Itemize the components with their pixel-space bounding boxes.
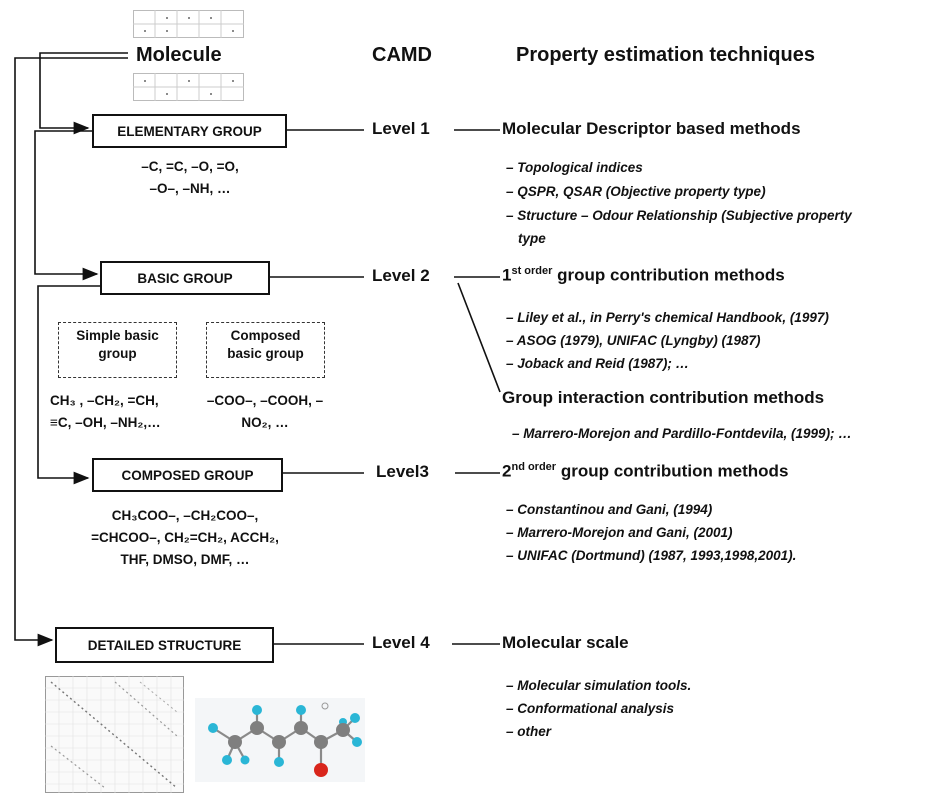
composed-basic-group-line: Composed xyxy=(230,328,301,343)
composed-basic-example-line: NO₂, … xyxy=(241,415,289,430)
method-2-title-pre: 1 xyxy=(502,265,512,285)
level-1-label: Level 1 xyxy=(372,119,430,138)
method-4-item: – Molecular simulation tools. xyxy=(506,678,692,693)
level-3-label: Level3 xyxy=(376,462,429,481)
elementary-examples: –C, =C, –O, =O, –O–, –NH, … xyxy=(100,156,280,200)
elementary-group-box: ELEMENTARY GROUP xyxy=(92,114,287,148)
method-2b-title: Group interaction contribution methods xyxy=(502,388,825,407)
method-4-title: Molecular scale xyxy=(502,633,629,652)
method-2-item: – Joback and Reid (1987); … xyxy=(506,356,690,371)
simple-basic-example-line: ≡C, –OH, –NH₂,… xyxy=(50,415,161,430)
method-4-item: – other xyxy=(506,724,552,739)
method-2-item: – Liley et al., in Perry's chemical Hand… xyxy=(506,310,829,325)
method-3-title-sup: nd order xyxy=(511,461,557,473)
method-1-item: – Topological indices xyxy=(506,160,643,175)
method-2-title-sup: st order xyxy=(511,265,553,277)
method-1-item: – QSPR, QSAR (Objective property type) xyxy=(506,184,766,199)
method-3-title: 2nd order group contribution methods xyxy=(502,461,788,482)
composed-basic-group-line: basic group xyxy=(227,346,304,361)
adjacency-matrix-thumbnail xyxy=(45,676,184,793)
composed-basic-examples: –COO–, –COOH, – NO₂, … xyxy=(190,390,340,434)
method-3-item: – Constantinou and Gani, (1994) xyxy=(506,502,713,517)
composed-examples: CH₃COO–, –CH₂COO–, =CHCOO–, CH₂=CH₂, ACC… xyxy=(70,505,300,571)
simple-basic-group-box: Simple basic group xyxy=(58,322,177,378)
method-1-title: Molecular Descriptor based methods xyxy=(502,119,801,138)
composed-group-box: COMPOSED GROUP xyxy=(92,458,283,492)
techniques-header: Property estimation techniques xyxy=(516,44,815,66)
level-4-label: Level 4 xyxy=(372,633,430,652)
detailed-structure-box: DETAILED STRUCTURE xyxy=(55,627,274,663)
composed-basic-group-box: Composed basic group xyxy=(206,322,325,378)
simple-basic-group-line: Simple basic xyxy=(76,328,159,343)
method-3-item: – UNIFAC (Dortmund) (1987, 1993,1998,200… xyxy=(506,548,797,563)
bottom-table-thumbnail xyxy=(133,73,244,101)
composed-basic-example-line: –COO–, –COOH, – xyxy=(206,393,324,408)
composed-example-line: =CHCOO–, CH₂=CH₂, ACCH₂, xyxy=(91,530,279,545)
method-3-title-post: group contribution methods xyxy=(556,461,789,481)
basic-group-box: BASIC GROUP xyxy=(100,261,270,295)
simple-basic-examples: CH₃ , –CH₂, =CH, ≡C, –OH, –NH₂,… xyxy=(50,390,190,434)
method-2-item: – ASOG (1979), UNIFAC (Lyngby) (1987) xyxy=(506,333,761,348)
method-3-item: – Marrero-Morejon and Gani, (2001) xyxy=(506,525,733,540)
top-table-thumbnail xyxy=(133,10,244,38)
method-1-item: – Structure – Odour Relationship (Subjec… xyxy=(506,208,852,223)
method-2-title-post: group contribution methods xyxy=(552,265,785,285)
molecule-3d-thumbnail xyxy=(195,698,365,782)
simple-basic-group-line: group xyxy=(98,346,137,361)
camd-header: CAMD xyxy=(372,44,432,66)
level-2-label: Level 2 xyxy=(372,266,430,285)
molecule-header: Molecule xyxy=(136,44,222,66)
method-3-title-pre: 2 xyxy=(502,461,512,481)
simple-basic-example-line: CH₃ , –CH₂, =CH, xyxy=(50,393,159,408)
elementary-example-line: –C, =C, –O, =O, xyxy=(141,159,239,174)
elementary-example-line: –O–, –NH, … xyxy=(149,181,231,196)
method-4-item: – Conformational analysis xyxy=(506,701,675,716)
method-2-title: 1st order group contribution methods xyxy=(502,265,785,286)
method-2b-item: – Marrero-Morejon and Pardillo-Fontdevil… xyxy=(512,426,852,441)
composed-example-line: THF, DMSO, DMF, … xyxy=(120,552,250,567)
composed-example-line: CH₃COO–, –CH₂COO–, xyxy=(111,508,259,523)
method-1-item: type xyxy=(518,231,546,246)
